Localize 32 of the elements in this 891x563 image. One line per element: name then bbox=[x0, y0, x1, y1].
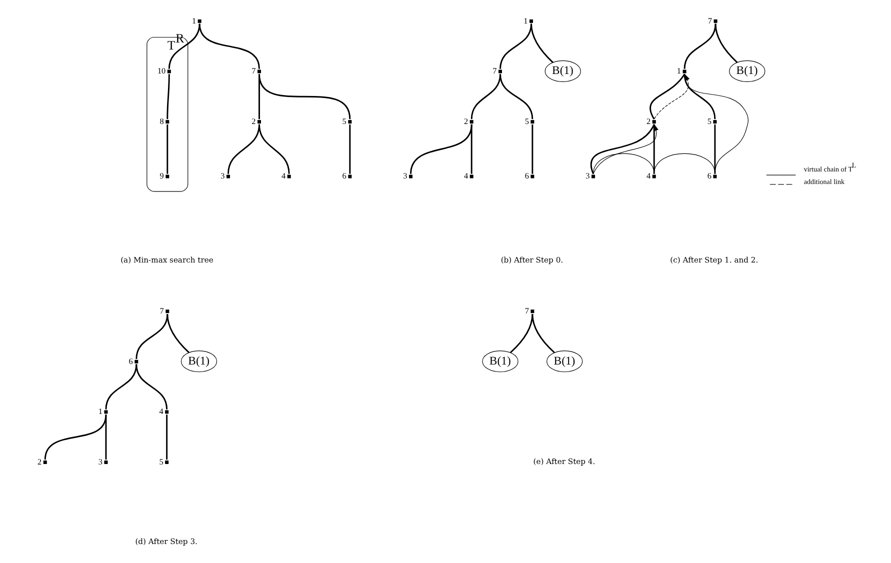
node-label: 2 bbox=[37, 457, 42, 466]
node-label: 6 bbox=[342, 172, 346, 181]
node-label: 2 bbox=[463, 116, 468, 126]
node-label: 7 bbox=[492, 66, 496, 76]
node-label: 1 bbox=[191, 16, 196, 26]
node-label: 6 bbox=[706, 172, 711, 181]
node-label: 1 bbox=[98, 407, 102, 416]
node-label: 2 bbox=[646, 116, 650, 126]
node-label: 3 bbox=[98, 457, 102, 466]
node-label: 5 bbox=[706, 116, 711, 126]
node-label: 10 bbox=[156, 66, 166, 76]
node-label: 8 bbox=[159, 116, 164, 126]
node-label: 5 bbox=[524, 116, 528, 126]
node-label: 3 bbox=[402, 172, 407, 181]
node-label: 3 bbox=[585, 172, 590, 181]
node-label: 7 bbox=[159, 306, 164, 316]
node-label: 9 bbox=[159, 172, 164, 181]
node-label: 4 bbox=[280, 172, 286, 181]
node-label: 4 bbox=[463, 172, 468, 181]
node-label: 5 bbox=[158, 457, 163, 466]
node-label: 5 bbox=[342, 116, 346, 126]
node-label: 1 bbox=[676, 66, 681, 76]
node-label: 3 bbox=[220, 172, 224, 181]
node-label: 4 bbox=[646, 172, 650, 181]
node-label: 4 bbox=[158, 407, 163, 416]
node-label: 2 bbox=[251, 116, 256, 126]
node-label: 6 bbox=[524, 172, 528, 181]
node-label: 7 bbox=[251, 66, 256, 76]
node-label: 6 bbox=[128, 356, 132, 366]
node-label: 1 bbox=[523, 16, 528, 26]
node-label: 7 bbox=[524, 306, 528, 316]
node-label: 7 bbox=[707, 16, 712, 26]
